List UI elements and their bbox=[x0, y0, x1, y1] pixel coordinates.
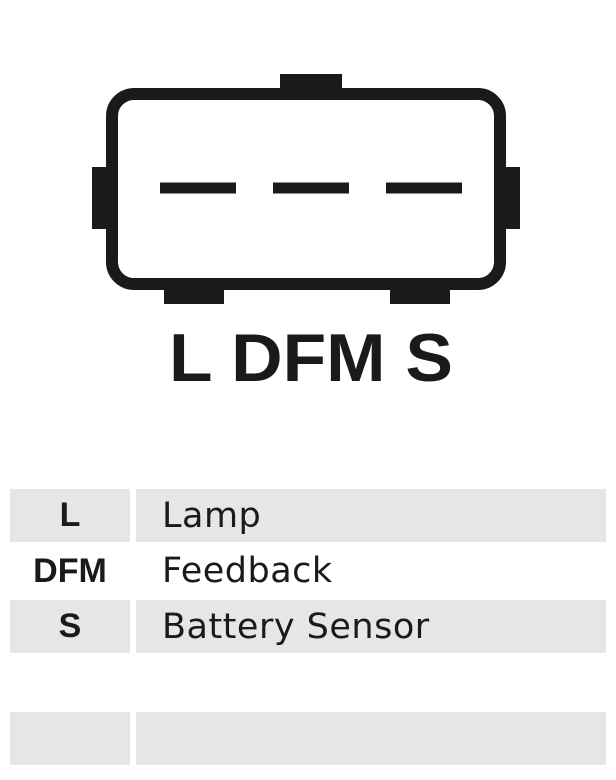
legend-description: Battery Sensor bbox=[136, 600, 606, 653]
legend-description: Lamp bbox=[136, 489, 606, 542]
legend-description bbox=[136, 712, 606, 765]
legend-row: L Lamp bbox=[0, 489, 616, 542]
legend-code: S bbox=[10, 600, 130, 653]
pin-labels: L DFM S bbox=[169, 320, 453, 396]
legend-description: Feedback bbox=[162, 551, 333, 591]
legend-code: DFM bbox=[33, 551, 107, 590]
connector-diagram: L DFM S bbox=[92, 74, 520, 396]
legend-code bbox=[10, 712, 130, 765]
legend-row: DFM Feedback bbox=[0, 544, 616, 598]
legend-row bbox=[0, 712, 616, 765]
legend-row: S Battery Sensor bbox=[0, 600, 616, 653]
legend-code: L bbox=[10, 489, 130, 542]
